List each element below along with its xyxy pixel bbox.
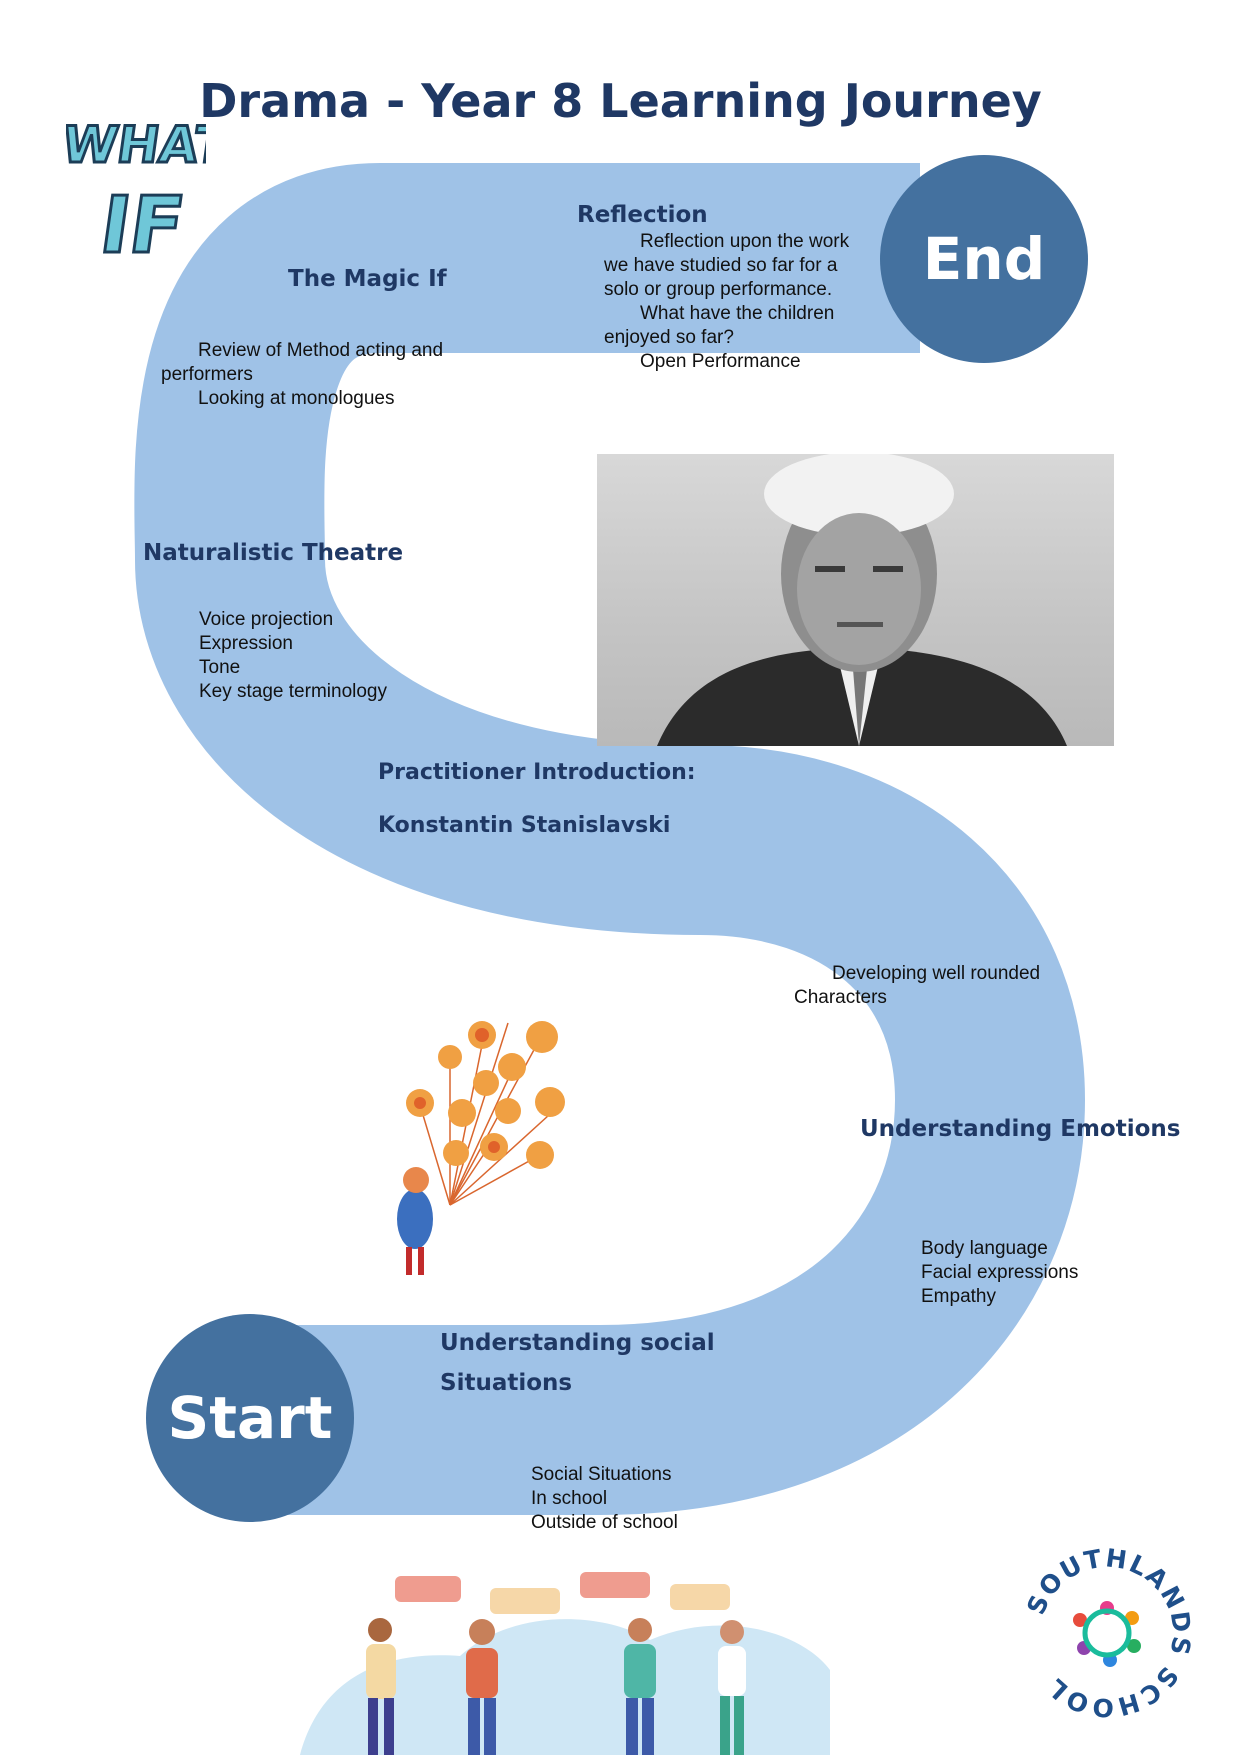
southlands-school-logo-text: SOUTHLANDS SCHOOL xyxy=(1021,1543,1195,1722)
social-line: In school xyxy=(531,1488,608,1509)
reflection-line: Open Performance xyxy=(640,351,801,372)
end-badge: End xyxy=(880,155,1088,363)
magic-if-heading: The Magic If xyxy=(288,266,447,292)
emotions-line: Empathy xyxy=(921,1286,996,1307)
naturalistic-line: Key stage terminology xyxy=(199,681,387,702)
reflection-line: Reflection upon the work xyxy=(640,231,850,252)
svg-text:SOUTHLANDS SCHOOL: SOUTHLANDS SCHOOL xyxy=(1022,1548,1192,1718)
naturalistic-text: Voice projection Expression Tone Key sta… xyxy=(199,608,387,704)
naturalistic-heading: Naturalistic Theatre xyxy=(143,540,404,566)
reflection-line: we have studied so far for a xyxy=(604,255,838,276)
practitioner-heading: Practitioner Introduction: xyxy=(378,760,696,785)
start-badge-label: Start xyxy=(167,1384,333,1452)
southlands-school-logo: SOUTHLANDS SCHOOL xyxy=(1021,1543,1195,1722)
what-if-logo-line2: IF xyxy=(95,180,190,271)
emotions-heading: Understanding Emotions xyxy=(860,1116,1181,1142)
magic-if-line: Review of Method acting and xyxy=(198,340,444,361)
naturalistic-line: Tone xyxy=(199,657,241,678)
social-text: Social Situations In school Outside of s… xyxy=(531,1463,678,1535)
reflection-line: enjoyed so far? xyxy=(604,327,734,348)
stanislavski-photo xyxy=(597,454,1114,746)
naturalistic-line: Voice projection xyxy=(199,609,334,630)
magic-if-text: Review of Method acting and performers L… xyxy=(161,339,443,411)
naturalistic-line: Expression xyxy=(199,633,293,654)
reflection-line: What have the children xyxy=(640,303,835,324)
magic-if-line: Looking at monologues xyxy=(198,388,395,409)
practitioner-name: Konstantin Stanislavski xyxy=(378,813,671,838)
social-line: Outside of school xyxy=(531,1512,678,1533)
characters-line: Developing well rounded xyxy=(832,963,1041,984)
start-badge: Start xyxy=(146,1314,354,1522)
reflection-heading: Reflection xyxy=(577,202,708,228)
people-illustration xyxy=(300,1570,830,1755)
balloons-illustration xyxy=(390,1005,630,1295)
what-if-logo-line1: WHAT xyxy=(66,115,206,174)
emotions-line: Body language xyxy=(921,1238,1048,1259)
social-line: Social Situations xyxy=(531,1464,672,1485)
emotions-line: Facial expressions xyxy=(921,1262,1079,1283)
reflection-line: solo or group performance. xyxy=(604,279,833,300)
emotions-text: Body language Facial expressions Empathy xyxy=(921,1237,1078,1309)
social-heading: Understanding social xyxy=(440,1330,715,1356)
characters-line: Characters xyxy=(794,987,887,1008)
magic-if-line: performers xyxy=(161,364,253,385)
page-title: Drama - Year 8 Learning Journey xyxy=(199,74,1042,128)
reflection-text: Reflection upon the work we have studied… xyxy=(604,230,849,374)
what-if-logo: WHAT IF xyxy=(57,92,234,273)
end-badge-label: End xyxy=(922,225,1046,293)
social-heading-line2: Situations xyxy=(440,1370,573,1396)
characters-text: Developing well rounded Characters xyxy=(794,962,1040,1010)
